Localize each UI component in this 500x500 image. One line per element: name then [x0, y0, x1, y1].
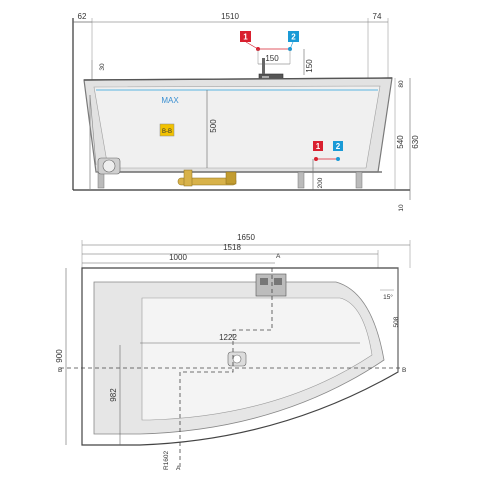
dim-rim-offset: 30 [99, 63, 106, 71]
dim-center-offset: 1000 [169, 253, 187, 262]
cold-water-tag-label: 1 [243, 33, 248, 42]
section-line-a [179, 268, 273, 470]
section-marker-b-left: B [58, 367, 62, 374]
dim-side-length: 508 [393, 316, 400, 327]
section-marker-a-top: A [276, 253, 281, 260]
drain-pipe [177, 169, 237, 187]
dim-inner-length: 1518 [223, 243, 241, 252]
faucet-spout [262, 58, 265, 74]
max-water-label: MAX [161, 96, 179, 105]
section-marker-b-right: B [402, 367, 406, 374]
cold-tag-lower-label: 1 [316, 142, 321, 151]
dim-angle: 15° [383, 293, 393, 301]
side-view: 62 1510 74 1 2 150 150 30 9 [72, 12, 420, 212]
cold-tag-lower [313, 141, 323, 151]
dim-right-offset: 74 [373, 12, 382, 21]
tub-side-inner [93, 85, 381, 169]
dim-radius: R1602 [163, 450, 170, 470]
dim-total-width: 1510 [221, 12, 239, 21]
dim-total-height: 630 [411, 135, 420, 149]
dim-drain-offset: 1222 [219, 333, 237, 342]
section-label: B-B [162, 129, 172, 135]
section-marker-a-bottom: A [176, 465, 181, 472]
tub-top-basin [141, 297, 373, 421]
dim-floor-offset: 10 [398, 204, 405, 212]
dim-overall-width: 900 [55, 349, 64, 363]
dim-connection-spacing: 150 [265, 54, 279, 63]
dim-foot-height: 200 [317, 177, 324, 188]
hot-tag-lower-label: 2 [336, 142, 341, 151]
dim-overall-length: 1650 [237, 233, 255, 242]
dim-rim-height: 80 [398, 80, 405, 88]
dim-left-offset: 62 [78, 12, 87, 21]
dim-connection-drop: 150 [305, 59, 314, 73]
hot-tag-lower [333, 141, 343, 151]
hot-water-tag-label: 2 [291, 33, 296, 42]
dim-inner-height: 540 [396, 135, 405, 149]
section-label-box [159, 123, 175, 137]
dim-inner-width: 982 [109, 388, 118, 402]
dim-water-depth: 500 [209, 119, 218, 133]
hot-water-tag [288, 31, 299, 42]
top-view: 1650 1518 1000 900 508 15° 1222 [55, 233, 411, 472]
cold-water-tag [240, 31, 251, 42]
